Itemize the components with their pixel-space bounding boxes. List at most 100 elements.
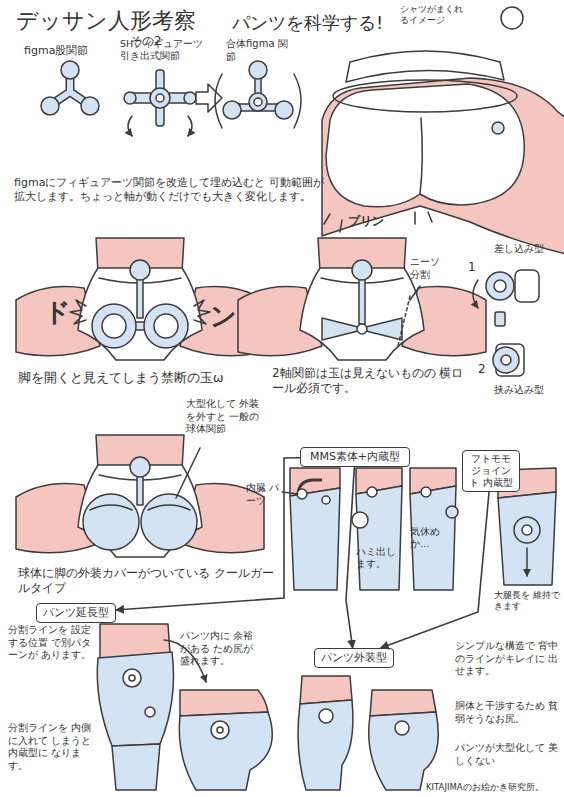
type-box: MMS素体+内蔵型 xyxy=(300,447,410,467)
thigh-part xyxy=(498,492,556,585)
plug-joint xyxy=(473,270,539,326)
joint-hole xyxy=(156,94,164,102)
small-cover xyxy=(446,506,458,518)
joint-hole xyxy=(217,727,223,733)
protruding-joint xyxy=(352,512,368,528)
bracket xyxy=(294,74,301,128)
box-text: MMS素体+内蔵型 xyxy=(305,450,405,464)
note-label: SHフィギュアーツ 引き出式関節 xyxy=(120,38,208,62)
joint-disk xyxy=(211,721,229,739)
note-label: 合体figma 関節 xyxy=(226,38,292,63)
flow-arrow xyxy=(381,492,489,648)
joint-pin xyxy=(421,487,431,497)
block-arrow xyxy=(196,84,222,112)
joint-bar xyxy=(128,93,192,103)
bracket xyxy=(215,74,222,128)
note-label: シャツがまくれるイメージ xyxy=(400,4,466,27)
flow-arrow xyxy=(346,467,354,648)
note-label: パンツを科学する! xyxy=(232,12,404,35)
note-label: ン xyxy=(210,300,242,333)
joint-hole xyxy=(254,98,262,106)
joint-hole xyxy=(129,675,135,681)
note-label: 分割ラインを 内側に入れて しまうと内蔵型に なります。 xyxy=(8,722,96,772)
joint-bar xyxy=(156,70,164,126)
extension-figure xyxy=(97,624,173,790)
shell-figure xyxy=(298,676,353,790)
ball-joint xyxy=(83,494,139,550)
joint-disk xyxy=(123,669,141,687)
joint-ball xyxy=(81,97,99,115)
note-label: 胴体と干渉するため 貧弱そうなお尻。 xyxy=(455,700,561,725)
leg-part xyxy=(112,744,160,790)
joint-pin xyxy=(145,707,155,717)
note-label: パンツが大型化して 美しくない xyxy=(455,742,561,767)
socket-part xyxy=(515,270,539,302)
figma-joint xyxy=(41,61,99,115)
joint-stem xyxy=(137,278,143,318)
joint-end xyxy=(124,92,136,104)
joint-hole xyxy=(494,280,506,292)
rotate-arrow xyxy=(128,116,132,136)
joint-pin xyxy=(367,487,377,497)
box-text: パンツ延長型 xyxy=(41,606,111,620)
note-label: KITAJIMAのお絵かき研究所。 xyxy=(426,782,564,793)
joint-stem xyxy=(359,278,365,324)
note-label: 脚を開くと見えてしまう禁断の玉ω xyxy=(18,370,268,386)
shell-figure xyxy=(369,690,439,790)
joint-end xyxy=(184,92,196,104)
note-label: 大型化して 外装を外すと 一般の球体関節 xyxy=(186,398,268,436)
body-skin xyxy=(322,78,564,254)
note-label: 気休め か… xyxy=(410,526,456,550)
ball-joint xyxy=(141,494,197,550)
joint-ball xyxy=(223,101,241,119)
pants-shape xyxy=(326,84,524,207)
box-text: パンツ外装型 xyxy=(319,651,389,665)
leader-line xyxy=(282,492,298,494)
crease-line xyxy=(420,118,422,194)
note-label: figma股関節 xyxy=(24,44,114,58)
ring-hole xyxy=(154,314,178,338)
shirt-roll xyxy=(346,51,504,82)
note-label: 大腿長を 維持できます xyxy=(494,590,564,613)
pelvis-figure xyxy=(16,238,264,360)
joint-ball xyxy=(352,260,372,280)
joint-disk xyxy=(319,709,333,723)
type-box: パンツ延長型 xyxy=(36,603,116,623)
leg-figure xyxy=(410,468,458,590)
leader-line xyxy=(410,286,420,300)
combined-joint xyxy=(215,61,301,128)
note-label: 2軸関節は玉は見えないものの 横ロール必須です。 xyxy=(272,366,472,396)
ring-joint xyxy=(92,304,136,348)
note-label: プリン xyxy=(348,214,398,229)
joint-disk xyxy=(395,721,409,735)
note-label: ニーソ 分割 xyxy=(410,256,450,281)
motion-lines xyxy=(324,212,432,232)
thigh-part xyxy=(290,488,340,590)
note-label: figmaにフィギュアーツ関節を改造して埋め込むと 可動範囲が拡大します。ちょっ… xyxy=(14,176,330,204)
pants-part xyxy=(298,700,353,790)
rotate-arrow xyxy=(473,280,478,308)
page-title: デッサン人形考察 xyxy=(16,8,196,34)
joint-disk xyxy=(514,517,540,543)
hip-skin xyxy=(300,676,352,704)
note-label: ド xyxy=(44,296,76,329)
note-label: 2 xyxy=(478,362,492,377)
note-label: ハミ出し ます。 xyxy=(356,546,400,570)
joint-ball xyxy=(41,97,59,115)
note-label: 内臓 パーツ xyxy=(246,482,282,507)
leader-line xyxy=(176,448,200,498)
leg-figure xyxy=(290,468,340,590)
note-label: 差し込み型 xyxy=(494,243,560,256)
joint-ball xyxy=(61,61,79,79)
joint-ball xyxy=(249,61,267,79)
pelvis-figure xyxy=(16,435,264,557)
type-box: フトモモ ジョイント 内蔵型 xyxy=(462,450,520,492)
flow-arrow xyxy=(116,458,300,610)
thigh-part xyxy=(410,486,456,590)
joint-hole xyxy=(522,525,532,535)
note-label: 球体に脚の外装カバーがついている クールガールタイプ xyxy=(18,566,280,596)
joint-ball xyxy=(275,101,293,119)
joint-ball xyxy=(130,457,150,477)
